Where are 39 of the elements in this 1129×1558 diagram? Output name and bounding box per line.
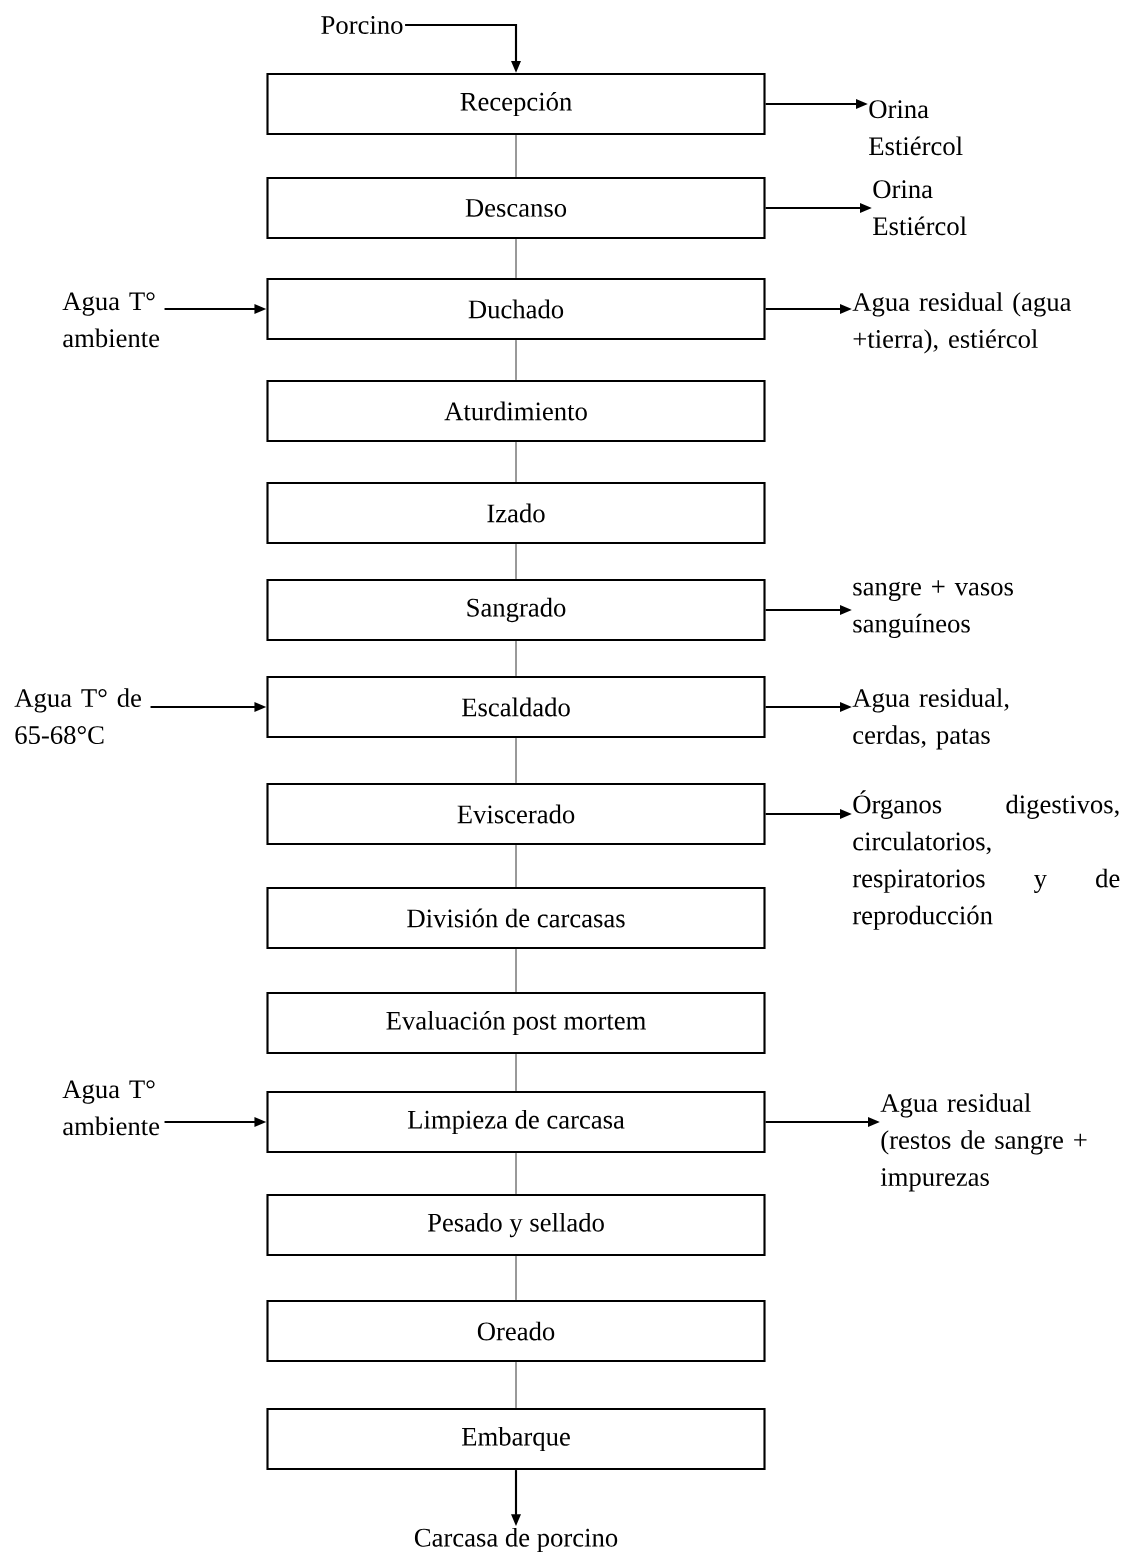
connector-line bbox=[515, 543, 517, 580]
connector-line bbox=[515, 1152, 517, 1195]
connector-line bbox=[515, 1053, 517, 1092]
connector-line bbox=[515, 134, 517, 178]
process-box: Limpieza de carcasa bbox=[266, 1090, 766, 1154]
connector-line bbox=[515, 1361, 517, 1409]
connector-line bbox=[515, 948, 517, 993]
process-box: Aturdimiento bbox=[266, 379, 766, 443]
process-box: Recepción bbox=[266, 72, 766, 136]
process-box: Descanso bbox=[266, 176, 766, 240]
output-text: Órganos digestivos, circulatorios, respiratorios y de reproducción bbox=[852, 790, 1120, 930]
process-box: Evaluación post mortem bbox=[266, 991, 766, 1055]
process-box: Duchado bbox=[266, 277, 766, 341]
connector-line bbox=[515, 441, 517, 483]
connector-line bbox=[515, 1255, 517, 1301]
process-box: Escaldado bbox=[266, 675, 766, 739]
process-box: División de carcasas bbox=[266, 886, 766, 950]
output-text: Agua residual, cerdas, patas bbox=[852, 688, 1009, 750]
output-text: sangre + vasos sanguíneos bbox=[853, 580, 1013, 639]
process-box: Embarque bbox=[266, 1407, 766, 1471]
output-text: Orina Estiércol bbox=[873, 180, 967, 236]
process-box: Oreado bbox=[266, 1299, 766, 1363]
flow-text: Carcasa de porcino bbox=[414, 1527, 618, 1553]
process-box: Izado bbox=[266, 481, 766, 545]
input-text: Agua T° ambiente bbox=[62, 1080, 160, 1136]
process-box: Pesado y sellado bbox=[266, 1193, 766, 1257]
output-text: Agua residual (restos de sangre + impurezas bbox=[880, 1093, 1087, 1192]
process-box: Eviscerado bbox=[266, 782, 766, 846]
input-text: Agua T° ambiente bbox=[62, 292, 160, 348]
connector-line bbox=[515, 339, 517, 381]
connector-line bbox=[515, 737, 517, 784]
input-text: Agua T° de 65-68°C bbox=[14, 688, 141, 745]
connector-line bbox=[515, 238, 517, 279]
process-box: Sangrado bbox=[266, 578, 766, 642]
flow-text: Porcino bbox=[321, 16, 403, 34]
connector-line bbox=[515, 844, 517, 888]
output-text: Orina Estiércol bbox=[869, 100, 963, 156]
output-text: Agua residual (agua +tierra), estiércol bbox=[852, 292, 1072, 354]
connector-line bbox=[515, 640, 517, 677]
